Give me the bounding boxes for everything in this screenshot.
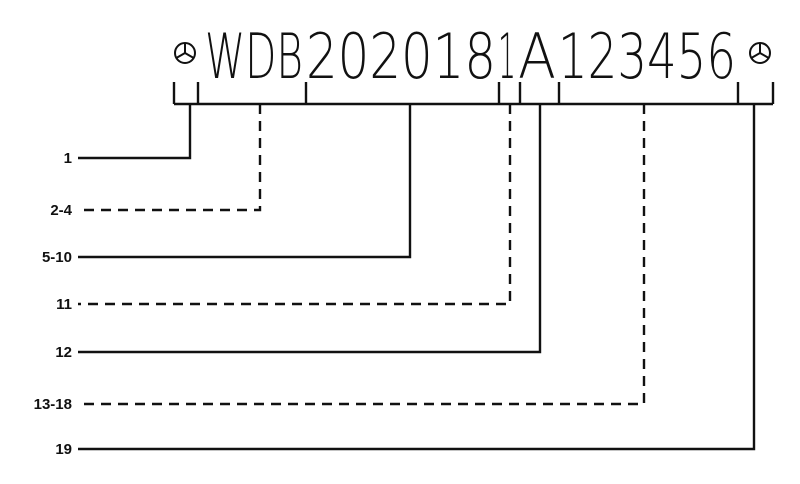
callout-line-2-4 (78, 104, 262, 212)
callout-label-1: 1 (64, 150, 72, 167)
vin-segment-check: 1 (498, 20, 516, 93)
callout-label-5-10: 5-10 (42, 249, 72, 266)
callout-line-5-10 (78, 104, 412, 259)
callout-line-11 (78, 104, 512, 306)
callout-line-19 (78, 104, 756, 451)
callout-label-19: 19 (55, 441, 72, 458)
mercedes-star-icon (749, 42, 771, 64)
vin-segment-plant: A (518, 20, 556, 93)
vin-segment-serial: 123456 (558, 20, 736, 93)
callout-label-13-18: 13-18 (34, 396, 72, 413)
segment-bracket (172, 82, 775, 106)
vin-segment-vds: 202018 (306, 20, 496, 93)
callout-line-12 (78, 104, 542, 354)
vin-segment-wmi: WDB (205, 20, 303, 93)
callout-label-11: 11 (56, 296, 72, 313)
mercedes-star-icon (174, 42, 196, 64)
callout-line-1 (78, 104, 192, 160)
callout-label-2-4: 2-4 (50, 202, 72, 219)
callout-label-12: 12 (55, 344, 72, 361)
callout-line-13-18 (78, 104, 646, 406)
